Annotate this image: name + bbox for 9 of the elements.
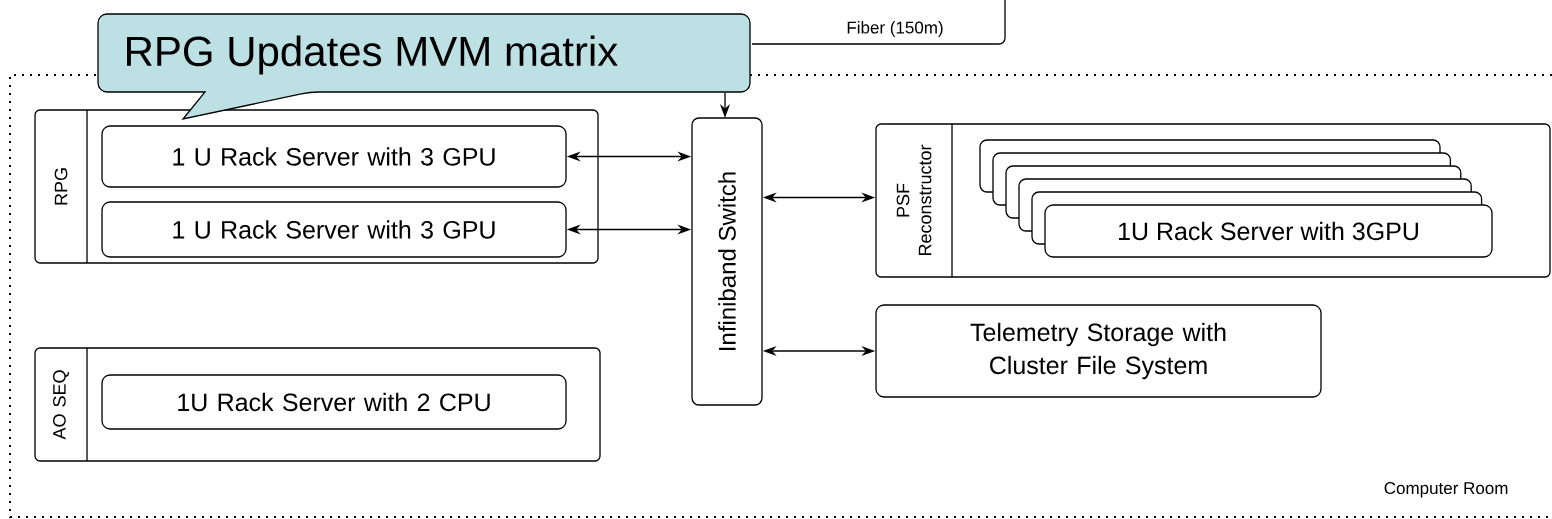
server-box: Telemetry Storage with Cluster File System <box>875 304 1322 398</box>
edge-label: Fiber (150m) <box>845 20 945 38</box>
server-box: 1 U Rack Server with 3 GPU <box>101 125 567 188</box>
switch-box: Infiniband Switch <box>691 117 763 406</box>
callout-bubble: RPG Updates MVM matrix <box>97 13 751 120</box>
server-stack: 1U Rack Server with 3GPU <box>979 139 1493 258</box>
node-label: 1U Rack Server with 3GPU <box>1118 221 1418 241</box>
server-box: 1U Rack Server with 2 CPU <box>101 374 567 430</box>
server-box: 1 U Rack Server with 3 GPU <box>101 201 567 258</box>
